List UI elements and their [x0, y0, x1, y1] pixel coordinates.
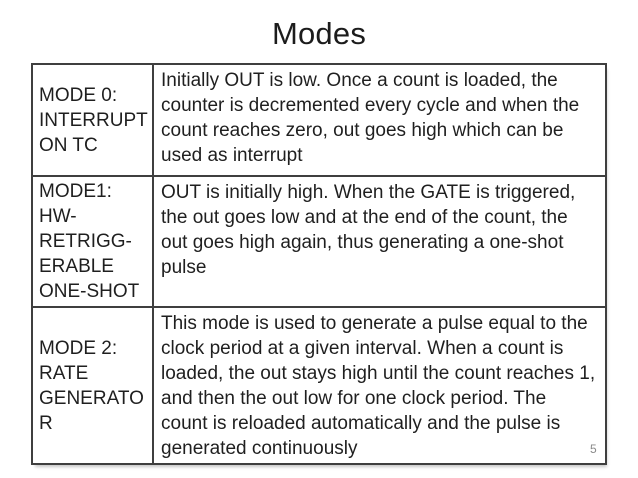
mode-0-name-cell: MODE 0: INTERRUPT ON TC	[31, 63, 154, 177]
mode-1-description-cell: OUT is initially high. When the GATE is …	[152, 175, 607, 308]
mode-2-description-cell: This mode is used to generate a pulse eq…	[152, 306, 607, 465]
mode-1-name-cell: MODE1: HW- RETRIGG- ERABLE ONE-SHOT	[31, 175, 154, 308]
modes-table-body: MODE 0: INTERRUPT ON TC Initially OUT is…	[31, 63, 607, 465]
modes-table: MODE 0: INTERRUPT ON TC Initially OUT is…	[31, 63, 607, 465]
table-row-mode-0: MODE 0: INTERRUPT ON TC Initially OUT is…	[31, 63, 607, 177]
mode-2-name-cell: MODE 2: RATE GENERATO R	[31, 306, 154, 465]
table-row-mode-1: MODE1: HW- RETRIGG- ERABLE ONE-SHOT OUT …	[31, 175, 607, 308]
slide-number: 5	[590, 442, 597, 456]
table-row-mode-2: MODE 2: RATE GENERATO R This mode is use…	[31, 306, 607, 465]
mode-0-description-cell: Initially OUT is low. Once a count is lo…	[152, 63, 607, 177]
page-title: Modes	[271, 16, 367, 51]
